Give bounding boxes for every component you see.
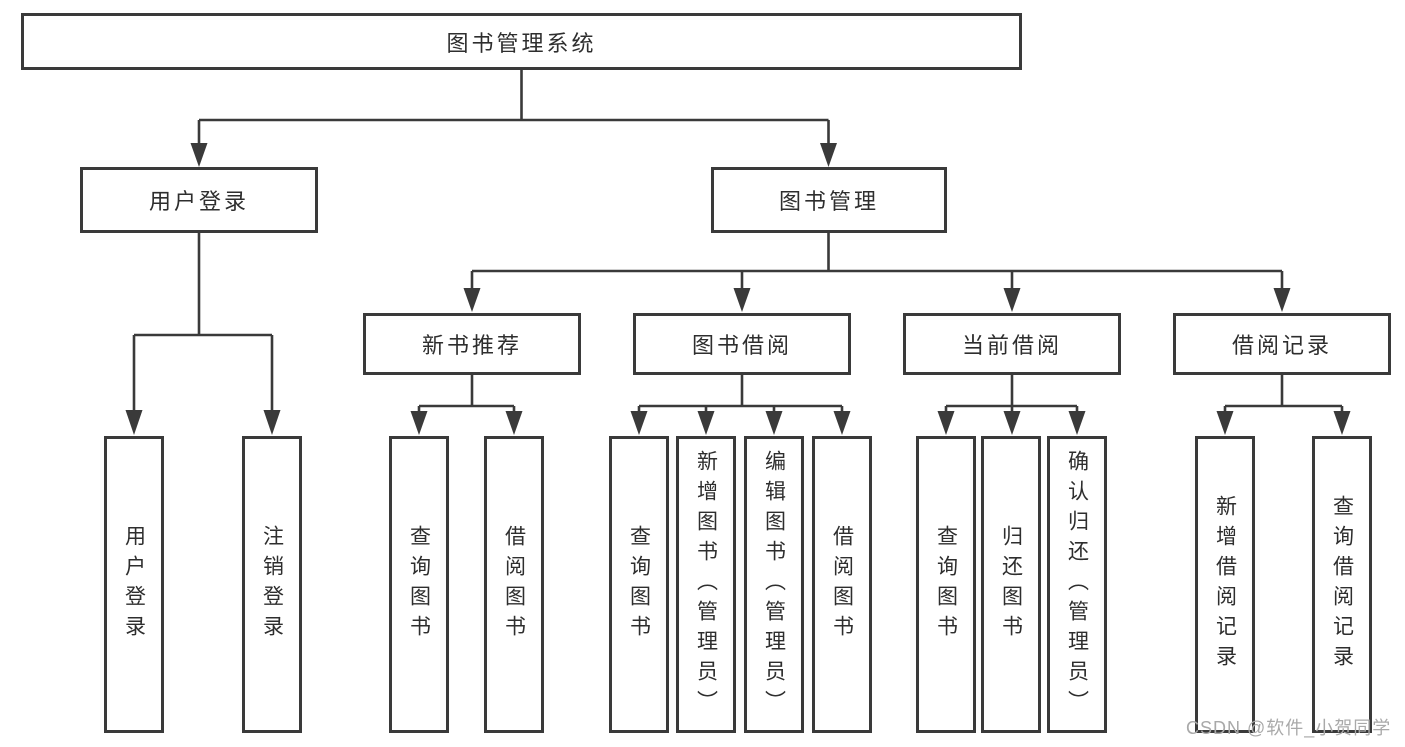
connector-borrow-records-to-children — [1216, 375, 1351, 435]
node-current-borrow-label: 当前借阅 — [961, 333, 1062, 358]
node-leaf-logout-action: 注销登录 — [242, 436, 302, 733]
node-user-login: 用户登录 — [80, 167, 318, 233]
node-leaf-logout-action-label: 注销登录 — [260, 524, 284, 645]
node-leaf-add-books-admin: 新增图书（管理员） — [676, 436, 736, 733]
node-borrow-records-label: 借阅记录 — [1231, 333, 1332, 358]
csdn-watermark: CSDN @软件_小贺同学 — [1186, 718, 1392, 738]
node-leaf-edit-books-admin-label: 编辑图书（管理员） — [762, 449, 786, 720]
node-new-book-recommend: 新书推荐 — [363, 313, 581, 375]
connector-book-borrow-to-children — [630, 375, 851, 435]
node-leaf-return-books: 归还图书 — [981, 436, 1041, 733]
node-book-borrow: 图书借阅 — [633, 313, 851, 375]
node-leaf-borrow-borrow-books: 借阅图书 — [812, 436, 872, 733]
node-new-book-recommend-label: 新书推荐 — [421, 333, 522, 358]
node-leaf-confirm-return-admin: 确认归还（管理员） — [1047, 436, 1107, 733]
node-leaf-query-borrow-record-label: 查询借阅记录 — [1330, 494, 1354, 675]
node-leaf-add-borrow-record-label: 新增借阅记录 — [1213, 494, 1237, 675]
node-leaf-user-login-action-label: 用户登录 — [122, 524, 146, 645]
node-leaf-current-query-books: 查询图书 — [916, 436, 976, 733]
node-leaf-current-query-books-label: 查询图书 — [934, 524, 958, 645]
node-leaf-edit-books-admin: 编辑图书（管理员） — [744, 436, 804, 733]
node-leaf-recommend-borrow-books: 借阅图书 — [484, 436, 544, 733]
node-root-label: 图书管理系统 — [446, 30, 597, 56]
connector-book-management-to-level3 — [463, 233, 1291, 312]
node-user-login-label: 用户登录 — [148, 189, 249, 214]
node-leaf-recommend-borrow-books-label: 借阅图书 — [502, 524, 526, 645]
node-leaf-add-borrow-record: 新增借阅记录 — [1195, 436, 1255, 733]
node-leaf-borrow-query-books: 查询图书 — [609, 436, 669, 733]
connector-current-borrow-to-children — [937, 375, 1086, 435]
node-book-management-label: 图书管理 — [778, 189, 879, 214]
node-leaf-return-books-label: 归还图书 — [999, 524, 1023, 645]
node-root-library-management-system: 图书管理系统 — [21, 13, 1022, 70]
node-leaf-confirm-return-admin-label: 确认归还（管理员） — [1065, 449, 1089, 720]
node-book-borrow-label: 图书借阅 — [691, 333, 792, 358]
node-leaf-add-books-admin-label: 新增图书（管理员） — [694, 449, 718, 720]
node-leaf-borrow-query-books-label: 查询图书 — [627, 524, 651, 645]
connector-new-book-recommend-to-children — [410, 375, 523, 435]
node-leaf-user-login-action: 用户登录 — [104, 436, 164, 733]
node-leaf-query-borrow-record: 查询借阅记录 — [1312, 436, 1372, 733]
node-leaf-recommend-query-books-label: 查询图书 — [407, 524, 431, 645]
node-borrow-records: 借阅记录 — [1173, 313, 1391, 375]
connector-root-to-level2 — [190, 68, 837, 167]
node-book-management: 图书管理 — [711, 167, 947, 233]
node-current-borrow: 当前借阅 — [903, 313, 1121, 375]
node-leaf-borrow-borrow-books-label: 借阅图书 — [830, 524, 854, 645]
connector-user-login-to-children — [125, 233, 281, 435]
node-leaf-recommend-query-books: 查询图书 — [389, 436, 449, 733]
